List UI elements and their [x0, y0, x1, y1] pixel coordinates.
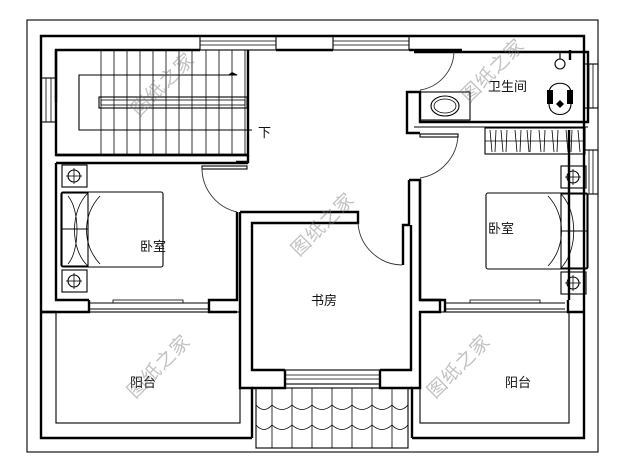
tile-roof	[255, 387, 409, 449]
building-outline	[39, 34, 586, 440]
label-bathroom: 卫生间	[488, 80, 528, 95]
bed-left	[60, 164, 164, 293]
label-bedroom-right: 卧室	[488, 222, 515, 237]
study-window	[252, 369, 412, 390]
balcony-right-rail	[419, 311, 570, 424]
wardrobe	[484, 127, 586, 155]
bedroom-left-walls	[41, 155, 250, 314]
label-balcony-right: 阳台	[505, 376, 532, 391]
top-window-right	[332, 35, 410, 51]
stair-window	[40, 77, 57, 123]
label-study: 书房	[311, 294, 338, 309]
washbasin	[419, 91, 471, 121]
toilet	[547, 52, 573, 116]
bed-right	[485, 165, 589, 295]
outer-frame	[26, 19, 599, 453]
label-balcony-left: 阳台	[130, 376, 157, 391]
label-bedroom-left: 卧室	[140, 240, 167, 255]
balcony-left-rail	[41, 310, 241, 424]
staircase	[54, 50, 252, 157]
label-stair-down: 下	[258, 126, 272, 141]
top-window-left	[199, 35, 277, 51]
